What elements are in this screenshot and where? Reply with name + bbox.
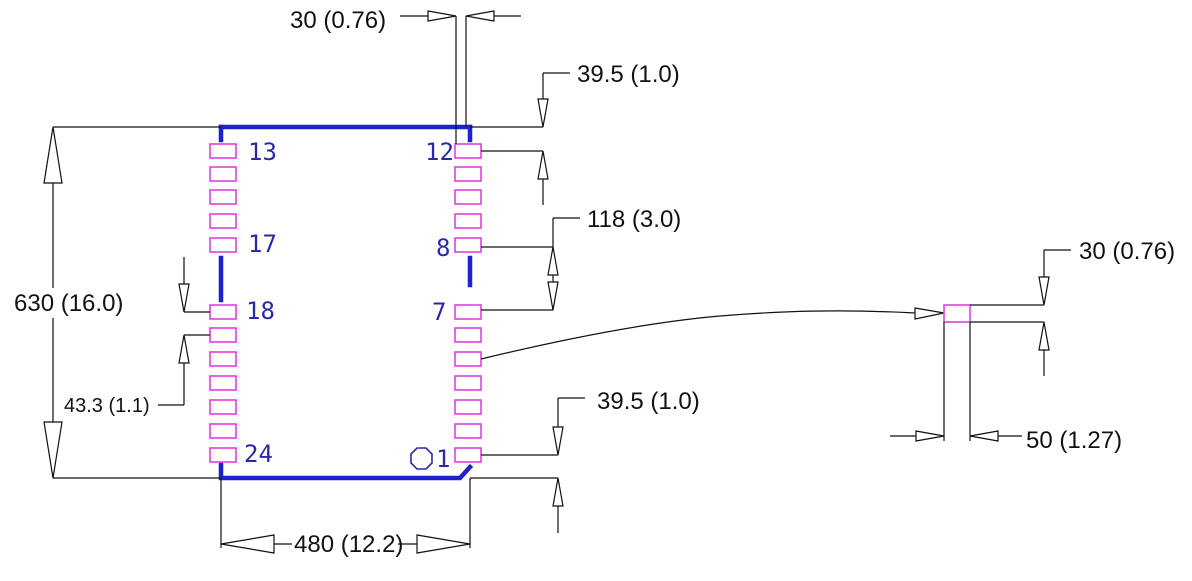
dim-top-edge-to-pin [470, 72, 570, 205]
pad [454, 166, 482, 182]
pad [209, 399, 237, 415]
pad [209, 237, 237, 253]
dim-module-height [43, 126, 221, 479]
detail-leader-arrow [914, 307, 945, 320]
pad [209, 213, 237, 229]
dim-module-width [220, 478, 471, 554]
dim-label-module-height: 630 (16.0) [14, 290, 123, 317]
pad-detail-rect [943, 304, 971, 323]
dim-label-pin-pitch: 43.3 (1.1) [64, 395, 150, 417]
dim-pin-pitch [158, 257, 210, 406]
pad-detail [890, 249, 1071, 442]
pin-label-7: 7 [432, 298, 446, 326]
pin-label-1: 1 [436, 445, 450, 473]
pad [209, 189, 237, 205]
pad [454, 447, 482, 463]
pin-label-12: 12 [425, 138, 454, 166]
pad [454, 375, 482, 391]
dim-bottom-edge-to-pin [470, 397, 585, 533]
pad [209, 166, 237, 182]
dim-label-module-width: 480 (12.2) [294, 531, 403, 558]
pad [454, 189, 482, 205]
dim-label-bottom-edge-to-pin: 39.5 (1.0) [597, 388, 700, 415]
pad [209, 423, 237, 439]
dim-label-pin-group-gap: 118 (3.0) [587, 206, 681, 233]
pad [454, 399, 482, 415]
pad [209, 447, 237, 463]
detail-leader-line [480, 310, 916, 360]
pad [454, 143, 482, 159]
pin-label-18: 18 [246, 297, 275, 325]
pin-label-17: 17 [248, 230, 277, 258]
pad [209, 375, 237, 391]
pin-label-13: 13 [248, 138, 277, 166]
pad [209, 143, 237, 159]
dim-label-pad-width-detail: 30 (0.76) [1079, 238, 1175, 265]
dim-label-pad-length-detail: 50 (1.27) [1026, 427, 1122, 454]
dim-label-pin-width: 30 (0.76) [290, 7, 386, 34]
pad [209, 351, 237, 367]
dim-pin-width-top [400, 10, 521, 144]
pad [454, 237, 482, 253]
pad [454, 423, 482, 439]
dim-label-top-edge-to-pin: 39.5 (1.0) [577, 61, 680, 88]
octagon-pin1-marker-icon [410, 447, 433, 470]
pad [454, 213, 482, 229]
pad [454, 327, 482, 343]
pin-label-24: 24 [244, 440, 273, 468]
pad [209, 304, 237, 320]
module-outline [218, 124, 474, 481]
left-pad-column [209, 143, 237, 463]
pin-label-8: 8 [436, 234, 450, 262]
pad [454, 304, 482, 320]
right-pad-column [454, 143, 482, 463]
pad [209, 327, 237, 343]
pad [454, 351, 482, 367]
dim-pin-group-gap [481, 217, 580, 311]
